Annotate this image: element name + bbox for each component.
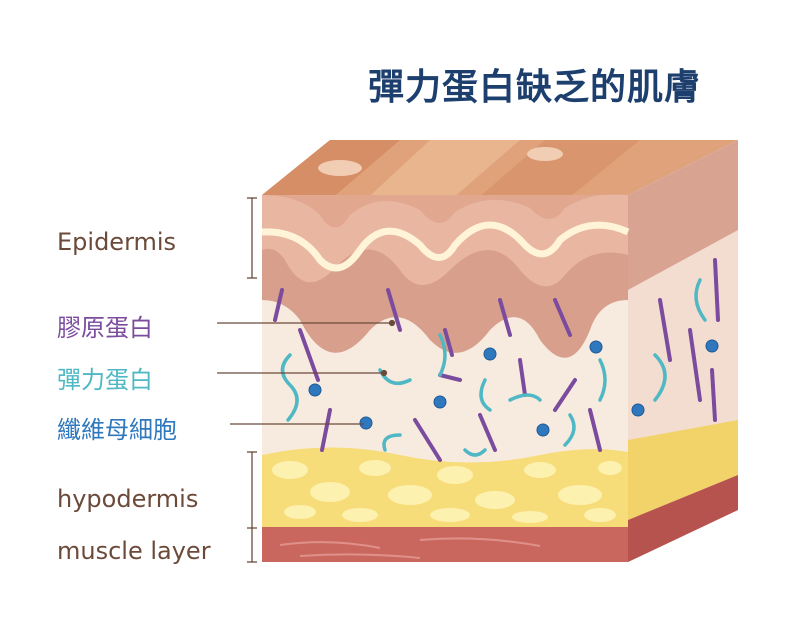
collagen-fiber [688,328,702,402]
fibroblast-cell [359,416,373,430]
pointer-lines [217,319,396,425]
fat-cell [524,462,556,478]
label-elastin: 彈力蛋白 [57,366,153,394]
fat-cell [512,511,548,523]
label-fibroblast: 纖維母細胞 [57,416,177,444]
fat-cell [430,508,470,522]
label-epidermis: Epidermis [57,228,177,256]
collagen-fiber [588,408,602,452]
collagen-fiber [438,373,462,382]
fibroblast-cell [589,340,603,354]
collagen-fiber [478,413,497,452]
collagen-fiber [273,288,284,322]
collagen-fiber [710,368,717,422]
elastin-fiber [280,353,299,422]
fat-cells [272,460,622,523]
label-collagen: 膠原蛋白 [57,314,153,342]
elastin-fiber [463,448,487,457]
fat-cell [388,485,432,505]
elastin-fiber [694,278,707,322]
fat-cell [584,508,616,522]
fibroblast-cell [483,347,497,361]
epidermis-layer [261,193,630,358]
elastin-fiber [438,333,447,377]
page-title: 彈力蛋白缺乏的肌膚 [368,66,702,108]
fibroblast-cell [308,383,322,397]
collagen-fiber [658,298,672,362]
fibroblast-cell [536,423,550,437]
elastin-fiber [653,353,667,402]
fibroblast-cell [433,395,447,409]
collagen-fiber [553,298,572,337]
collagen-fiber [518,358,527,397]
collagen-fiber [443,328,454,357]
fat-cell [598,461,622,475]
elastin-fiber [563,413,576,447]
collagen-fiber [498,298,512,337]
fat-cell [310,482,350,502]
collagen-fiber [320,408,332,452]
cube-side-face [628,140,738,562]
hypodermis-layer [262,447,628,527]
elastin-fiber [598,358,607,402]
elastin-fiber [479,378,492,412]
muscle-layer [262,527,628,562]
layer-brackets [247,197,257,563]
cube-top-face [262,140,738,205]
collagen-fiber [298,328,320,382]
fat-cell [437,466,473,484]
elastin-fiber [382,433,402,452]
collagen-fiber [713,258,720,322]
label-muscle-layer: muscle layer [57,537,211,565]
fat-cell [342,508,378,522]
collagen-fiber [553,378,577,412]
fat-cell [272,461,308,479]
label-hypodermis: hypodermis [57,485,199,513]
fat-cell [475,491,515,509]
fat-cell [359,460,391,476]
collagen-fiber [386,288,402,332]
fat-cell [284,505,316,519]
fibroblast-cell [705,339,719,353]
fat-cell [558,485,602,505]
fibroblast-cell [631,403,645,417]
collagen-fiber [413,418,442,462]
elastin-fiber [508,393,542,402]
